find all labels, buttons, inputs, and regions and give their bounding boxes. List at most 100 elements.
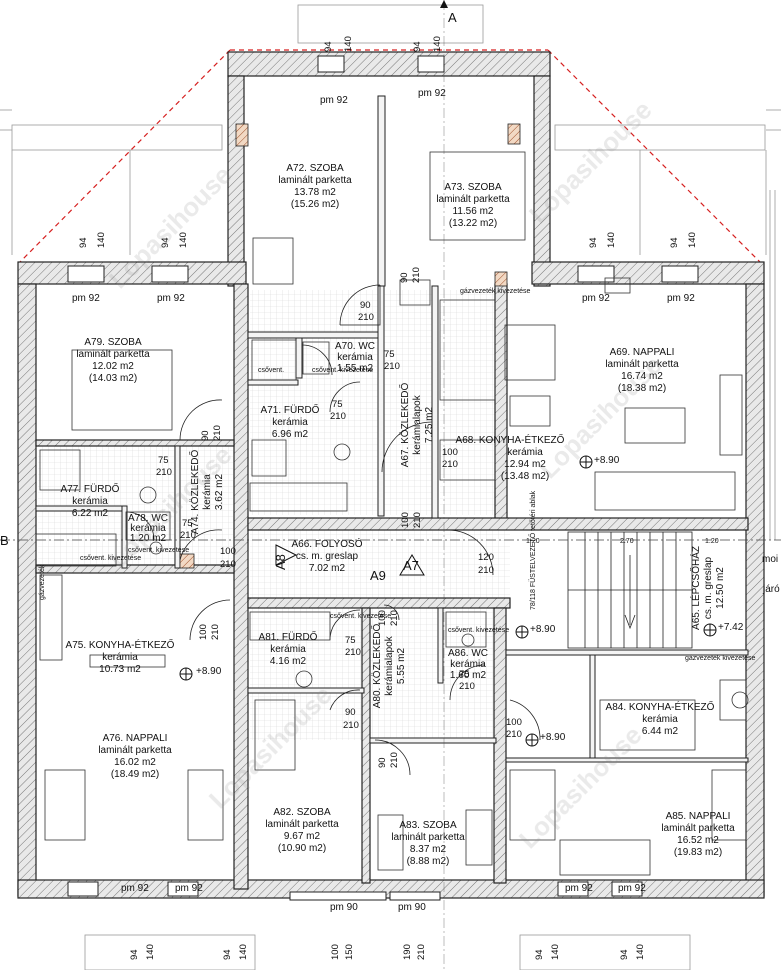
- cut-off-text: járó: [762, 584, 780, 595]
- room-name: A81. FÜRDŐ: [259, 629, 318, 643]
- door-height: 210: [389, 752, 400, 768]
- stair-dimensions: 1.20 2.70 1.20 78/118 FÜSTELVEZETŐ tetőt…: [526, 490, 719, 610]
- door-height: 210: [212, 425, 223, 441]
- room-area: 6.96 m2: [272, 429, 309, 440]
- chimney-shafts: [179, 123, 521, 569]
- dim-head: 210: [416, 944, 427, 960]
- level-value: +8.90: [196, 666, 222, 677]
- dim-head: 140: [687, 232, 698, 248]
- section-mark-a8: A8: [273, 554, 288, 570]
- dim-head: 150: [344, 944, 355, 960]
- partition-walls: [35, 95, 749, 763]
- dim-sill: 94: [222, 949, 233, 960]
- room-name: A70. WC: [335, 341, 375, 352]
- windows: [67, 55, 699, 901]
- room-area-gross: (8.88 m2): [407, 856, 450, 867]
- room-name: A83. SZOBA: [399, 820, 457, 831]
- door-width: 100: [506, 717, 522, 728]
- room-area: 7.25 m2: [424, 406, 435, 443]
- room-area: 8.37 m2: [410, 844, 447, 855]
- room-area: 4.16 m2: [270, 656, 307, 667]
- annotations: csővent. csővent. kivezetése csővent. ki…: [39, 288, 780, 662]
- staircase: [567, 531, 693, 649]
- door-width: 90: [360, 300, 371, 311]
- dim-sill: 94: [669, 237, 680, 248]
- room-floor: cs. m. greslap: [703, 556, 714, 619]
- room-floor: kerámia: [102, 652, 138, 663]
- window-label: pm 92: [72, 293, 100, 304]
- tiled-floors: [38, 290, 510, 740]
- door-height: 210: [156, 467, 172, 478]
- window-label: pm 92: [582, 293, 610, 304]
- door-height: 210: [384, 361, 400, 372]
- gas-pipe-label: gázvezeték: [39, 564, 46, 600]
- room-floor: laminált parketta: [605, 359, 679, 370]
- room-area: 9.67 m2: [284, 831, 321, 842]
- room-floor: kerámia: [72, 496, 108, 507]
- dim-head: 140: [343, 36, 354, 52]
- room-name: A84. KONYHA-ÉTKEZŐ: [606, 699, 715, 713]
- room-floor: laminált parketta: [265, 819, 339, 830]
- door-width: 75: [345, 635, 356, 646]
- door-height: 210: [389, 610, 400, 626]
- balcony-door-label: pm 90: [398, 902, 426, 913]
- room-area: 3.62 m2: [214, 473, 225, 510]
- door-height: 210: [210, 624, 221, 640]
- room-area: 6.22 m2: [72, 508, 109, 519]
- room-floor: laminált parketta: [76, 349, 150, 360]
- door-width: 75: [158, 455, 169, 466]
- level-value: +7.42: [718, 622, 744, 633]
- door-height: 210: [180, 530, 196, 541]
- door-width: 75: [459, 669, 470, 680]
- dim-head: 140: [606, 232, 617, 248]
- marker-triangle-icon: [275, 544, 298, 566]
- window-label: pm 92: [618, 883, 646, 894]
- room-name: A77. FÜRDŐ: [61, 481, 120, 495]
- door-height: 210: [343, 720, 359, 731]
- room-area: 7.02 m2: [309, 563, 346, 574]
- room-name: A75. KONYHA-ÉTKEZŐ: [66, 637, 175, 651]
- door-height: 210: [506, 729, 522, 740]
- room-area-gross: (18.49 m2): [111, 769, 159, 780]
- dim-sill: 94: [160, 237, 171, 248]
- door-width: 90: [377, 757, 388, 768]
- dim-head: 140: [96, 232, 107, 248]
- dim-sill: 94: [129, 949, 140, 960]
- room-floor: kerámialapok: [384, 635, 395, 695]
- door-height: 210: [478, 565, 494, 576]
- section-mark-a7: A7: [403, 558, 419, 573]
- room-area: 5.55 m2: [396, 647, 407, 684]
- level-value: +8.90: [540, 732, 566, 743]
- room-floor: cs. m. greslap: [296, 551, 359, 562]
- door-width: 90: [345, 707, 356, 718]
- room-floor: kerámia: [642, 714, 678, 725]
- dim-sill: 100: [330, 944, 341, 960]
- dim-sill: 94: [323, 41, 334, 52]
- room-area: 12.02 m2: [92, 361, 134, 372]
- door-swings: [125, 284, 541, 776]
- room-name: A86. WC: [448, 648, 488, 659]
- room-area: 1.20 m2: [130, 533, 167, 544]
- window-label: pm 92: [418, 88, 446, 99]
- door-height: 210: [358, 312, 374, 323]
- room-floor: kerámia: [507, 447, 543, 458]
- room-name: A65. LÉPCSŐHÁZ: [688, 546, 702, 630]
- roof-outline: [19, 49, 761, 263]
- room-name: A67. KÖZLEKEDŐ: [397, 383, 411, 468]
- door-height: 210: [330, 411, 346, 422]
- dim-sill: 190: [402, 944, 413, 960]
- room-floor: kerámialapok: [412, 394, 423, 454]
- room-floor: laminált parketta: [278, 175, 352, 186]
- room-area-gross: (15.26 m2): [291, 199, 339, 210]
- pipe-vent-label: csővent. kivezetése: [80, 555, 141, 562]
- window-label: pm 92: [667, 293, 695, 304]
- section-mark-a9: A9: [370, 568, 386, 583]
- dim-head: 140: [432, 36, 443, 52]
- furniture: [35, 151, 749, 876]
- room-area: 13.78 m2: [294, 187, 336, 198]
- door-height: 210: [412, 512, 423, 528]
- dim-head: 140: [178, 232, 189, 248]
- door-width: 100: [220, 546, 236, 557]
- room-floor: laminált parketta: [391, 832, 465, 843]
